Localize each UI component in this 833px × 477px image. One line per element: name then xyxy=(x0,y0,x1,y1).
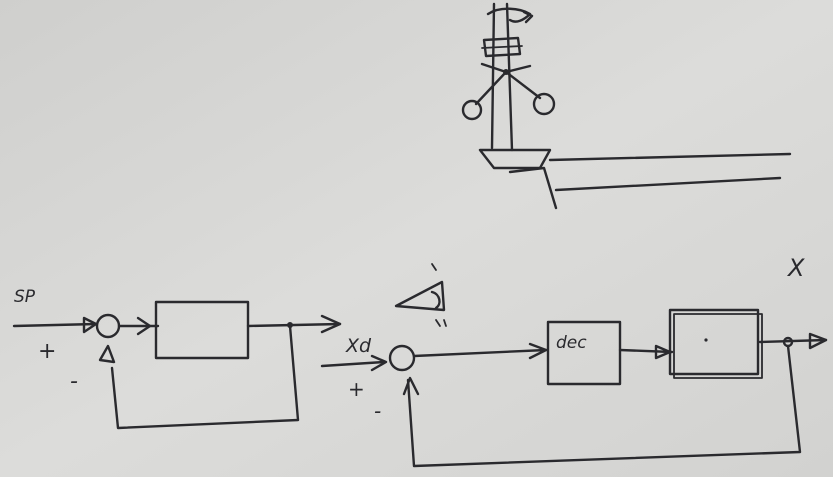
sum1-plus-sign: + xyxy=(38,339,56,364)
sum1-minus-sign: - xyxy=(70,369,78,394)
output-label: X xyxy=(786,254,805,282)
plant-dot xyxy=(704,338,707,341)
sum2-minus-sign: - xyxy=(374,399,381,423)
controller-label: dec xyxy=(556,333,587,353)
sum2-plus-sign: + xyxy=(348,377,365,401)
desired-position-label: Xd xyxy=(345,335,372,357)
setpoint-label: SP xyxy=(14,287,36,307)
